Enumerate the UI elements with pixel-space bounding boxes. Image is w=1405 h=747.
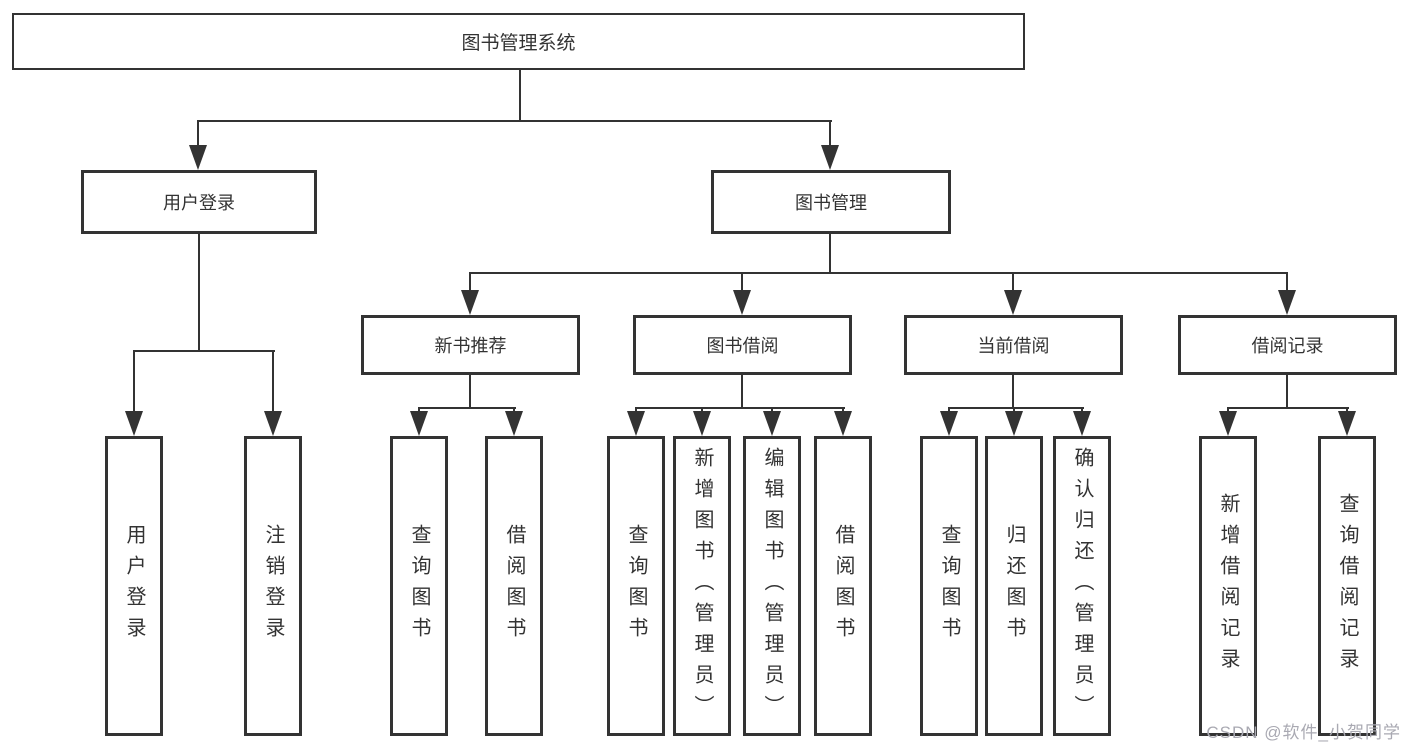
connector-vline [1012,272,1014,293]
arrowhead-down-icon [1278,290,1296,315]
connector-vline [741,272,743,293]
leaf-edit-books-admin: 编辑图书（管理员） [743,436,801,736]
arrowhead-down-icon [189,145,207,170]
connector-vline [829,120,831,148]
leaf-label: 新增借阅记录 [1217,493,1239,679]
node-label: 借阅记录 [1251,336,1324,356]
leaf-label: 确认归还（管理员） [1071,446,1093,726]
arrowhead-down-icon [940,411,958,436]
connector-vline [1012,375,1014,408]
leaf-label: 注销登录 [262,524,284,648]
leaf-query-books-1: 查询图书 [390,436,448,736]
leaf-label: 借阅图书 [832,524,854,648]
arrowhead-down-icon [1073,411,1091,436]
leaf-add-borrow-record: 新增借阅记录 [1199,436,1257,736]
leaf-label: 查询图书 [938,524,960,648]
node-new-book-recommendation: 新书推荐 [361,315,580,375]
node-user-login: 用户登录 [81,170,317,234]
leaf-label: 借阅图书 [503,524,525,648]
leaf-label: 查询借阅记录 [1336,493,1358,679]
node-label: 用户登录 [163,193,235,213]
connector-hline [1227,407,1349,409]
leaf-borrow-books-1: 借阅图书 [485,436,543,736]
connector-vline [469,272,471,293]
leaf-borrow-books-2: 借阅图书 [814,436,872,736]
connector-vline [272,350,274,414]
leaf-confirm-return-admin: 确认归还（管理员） [1053,436,1111,736]
node-book-management: 图书管理 [711,170,951,234]
connector-vline [519,70,521,121]
leaf-query-borrow-record: 查询借阅记录 [1318,436,1376,736]
connector-hline [635,407,845,409]
leaf-return-books: 归还图书 [985,436,1043,736]
connector-hline [948,407,1084,409]
node-book-borrowing: 图书借阅 [633,315,852,375]
watermark-text: CSDN @软件_小贺同学 [1206,723,1401,742]
connector-vline [469,375,471,408]
node-label: 图书管理系统 [461,33,576,54]
connector-vline [197,120,199,148]
connector-vline [198,234,200,351]
leaf-user-login: 用户登录 [105,436,163,736]
leaf-label: 用户登录 [123,524,145,648]
node-label: 图书借阅 [706,336,779,356]
arrowhead-down-icon [505,411,523,436]
connector-hline [469,272,1288,274]
leaf-label: 归还图书 [1003,524,1025,648]
leaf-add-books-admin: 新增图书（管理员） [673,436,731,736]
connector-hline [133,350,275,352]
connector-hline [197,120,832,122]
leaf-label: 新增图书（管理员） [691,446,713,726]
arrowhead-down-icon [763,411,781,436]
arrowhead-down-icon [834,411,852,436]
node-label: 图书管理 [795,193,867,213]
connector-hline [418,407,516,409]
arrowhead-down-icon [627,411,645,436]
connector-vline [1286,272,1288,293]
leaf-query-books-3: 查询图书 [920,436,978,736]
node-current-borrowing: 当前借阅 [904,315,1123,375]
connector-vline [741,375,743,408]
arrowhead-down-icon [461,290,479,315]
connector-vline [1286,375,1288,408]
arrowhead-down-icon [1338,411,1356,436]
arrowhead-down-icon [693,411,711,436]
leaf-query-books-2: 查询图书 [607,436,665,736]
arrowhead-down-icon [1004,290,1022,315]
connector-vline [133,350,135,414]
node-label: 新书推荐 [434,336,507,356]
arrowhead-down-icon [733,290,751,315]
arrowhead-down-icon [1219,411,1237,436]
arrowhead-down-icon [125,411,143,436]
node-borrowing-records: 借阅记录 [1178,315,1397,375]
arrowhead-down-icon [821,145,839,170]
node-library-system: 图书管理系统 [12,13,1025,70]
leaf-label: 查询图书 [625,524,647,648]
connector-vline [829,234,831,274]
node-label: 当前借阅 [977,336,1050,356]
arrowhead-down-icon [410,411,428,436]
arrowhead-down-icon [1005,411,1023,436]
leaf-logout: 注销登录 [244,436,302,736]
leaf-label: 编辑图书（管理员） [761,446,783,726]
arrowhead-down-icon [264,411,282,436]
leaf-label: 查询图书 [408,524,430,648]
